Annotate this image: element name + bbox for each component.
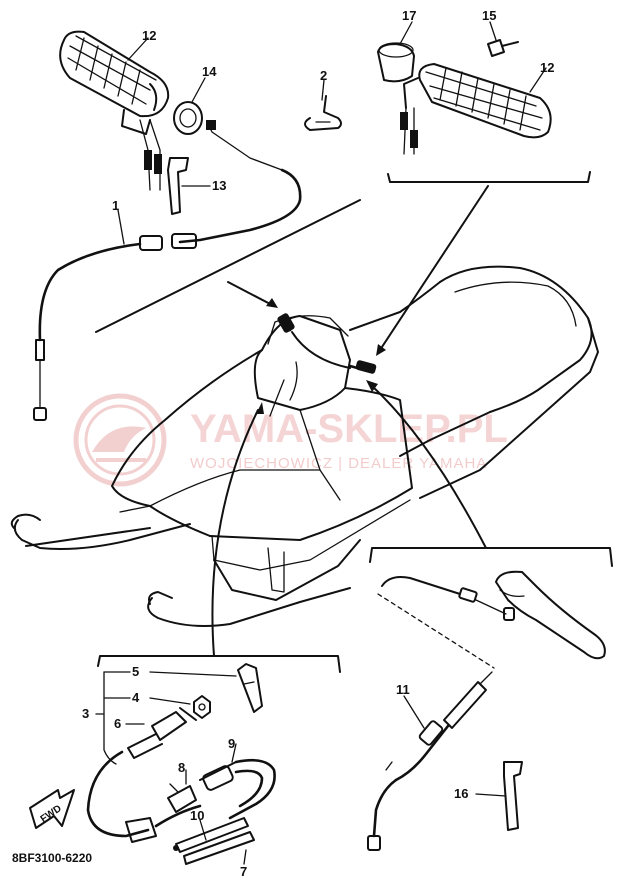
lower-right-group [367,547,613,851]
switch-6 [127,707,197,759]
callout-15: 15 [482,8,496,23]
callout-12-right: 12 [540,60,554,75]
watermark-logo [73,393,167,487]
callout-9: 9 [228,736,235,751]
grip-right [400,63,552,155]
callout-4: 4 [132,690,140,705]
callout-6: 6 [114,716,121,731]
upper-left-group [33,30,361,421]
snowmobile-body [10,265,599,627]
callout-8: 8 [178,760,185,775]
bracket-5 [237,663,263,713]
part-code: 8BF3100-6220 [12,851,92,865]
callout-3: 3 [82,706,89,721]
ring-14 [173,101,203,135]
callout-labels: 1 2 3 4 5 6 7 8 9 10 11 12 12 13 14 15 1… [12,8,554,879]
callout-11: 11 [396,682,410,697]
bolt-15 [487,39,519,57]
nut-4 [193,695,211,719]
fwd-arrow: FWD [29,789,75,829]
pointer-arrows [211,185,489,657]
callout-1: 1 [112,198,119,213]
watermark-title: YAMA-SKLEP.PL [190,407,508,451]
callout-12-left: 12 [142,28,156,43]
cable-tie-16 [503,761,523,831]
upper-right-group [377,21,591,183]
cable-tie-13 [167,157,189,215]
brake-cable-11 [367,671,493,851]
connector-8 [167,783,197,813]
watermark: YAMA-SKLEP.PL WOJCIECHOWICZ | DEALER YAM… [73,393,508,487]
callout-14: 14 [202,64,217,79]
grip-left [59,30,170,135]
lower-left-group: FWD [29,655,341,865]
throttle-cable-1 [33,120,302,421]
watermark-subtitle: WOJCIECHOWICZ | DEALER YAMAHA [190,455,487,472]
callout-17: 17 [402,8,416,23]
callout-16: 16 [454,786,468,801]
clip-2 [304,95,342,131]
callout-5: 5 [132,664,139,679]
callout-7: 7 [240,864,247,879]
callout-13: 13 [212,178,226,193]
cap-17 [377,42,415,83]
tube-10 [173,817,255,865]
callout-10: 10 [190,808,204,823]
callout-2: 2 [320,68,327,83]
brake-lever [495,570,606,660]
